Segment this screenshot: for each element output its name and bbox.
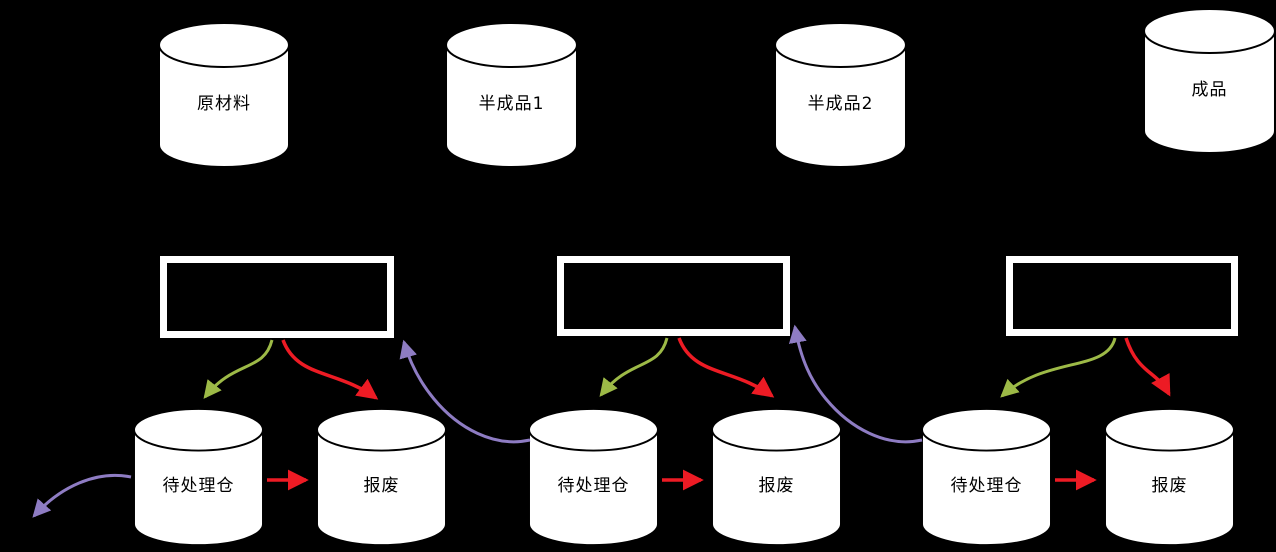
cylinder-label: 待处理仓: [162, 475, 235, 496]
cylinder-shape: [774, 22, 907, 168]
cylinder-label: 原材料: [197, 93, 251, 114]
arrow-green-box2-to-pending2: [599, 337, 669, 397]
cylinder-shape: [528, 408, 659, 546]
cylinder-shape: [445, 22, 578, 168]
cylinder-label: 半成品1: [478, 93, 545, 114]
arrow-green-box3-to-pending3: [1000, 337, 1117, 398]
arrow-red-box3-to-scrap3: [1124, 337, 1171, 397]
arrow-purple-pending1-out-left: [32, 473, 132, 518]
cylinder-pending-2: 待处理仓: [528, 408, 659, 546]
cylinder-label: 报废: [758, 475, 795, 496]
cylinder-pending-1: 待处理仓: [133, 408, 264, 546]
cylinder-shape: [1143, 8, 1276, 154]
cylinder-scrap-3: 报废: [1104, 408, 1235, 546]
cylinder-label: 报废: [1151, 475, 1188, 496]
process-box-3: [1006, 256, 1238, 336]
cylinder-scrap-2: 报废: [711, 408, 842, 546]
cylinder-scrap-1: 报废: [316, 408, 447, 546]
cylinder-shape: [1104, 408, 1235, 546]
cylinder-label: 成品: [1191, 79, 1228, 100]
process-box-2: [557, 256, 790, 336]
cylinder-pending-3: 待处理仓: [921, 408, 1052, 546]
arrow-red-box1-to-scrap1: [281, 339, 379, 400]
cylinder-shape: [158, 22, 290, 168]
cylinder-label: 报废: [363, 475, 400, 496]
cylinder-shape: [133, 408, 264, 546]
cylinder-finished-product: 成品: [1143, 8, 1276, 154]
arrow-green-box1-to-pending1: [203, 339, 274, 399]
arrow-red-box2-to-scrap2: [677, 337, 775, 398]
cylinder-raw-material: 原材料: [158, 22, 290, 168]
process-box-1: [160, 256, 394, 338]
cylinder-label: 半成品2: [807, 93, 874, 114]
cylinder-semi-finished-1: 半成品1: [445, 22, 578, 168]
cylinder-shape: [921, 408, 1052, 546]
cylinder-label: 待处理仓: [557, 475, 630, 496]
cylinder-label: 待处理仓: [950, 475, 1023, 496]
cylinder-semi-finished-2: 半成品2: [774, 22, 907, 168]
